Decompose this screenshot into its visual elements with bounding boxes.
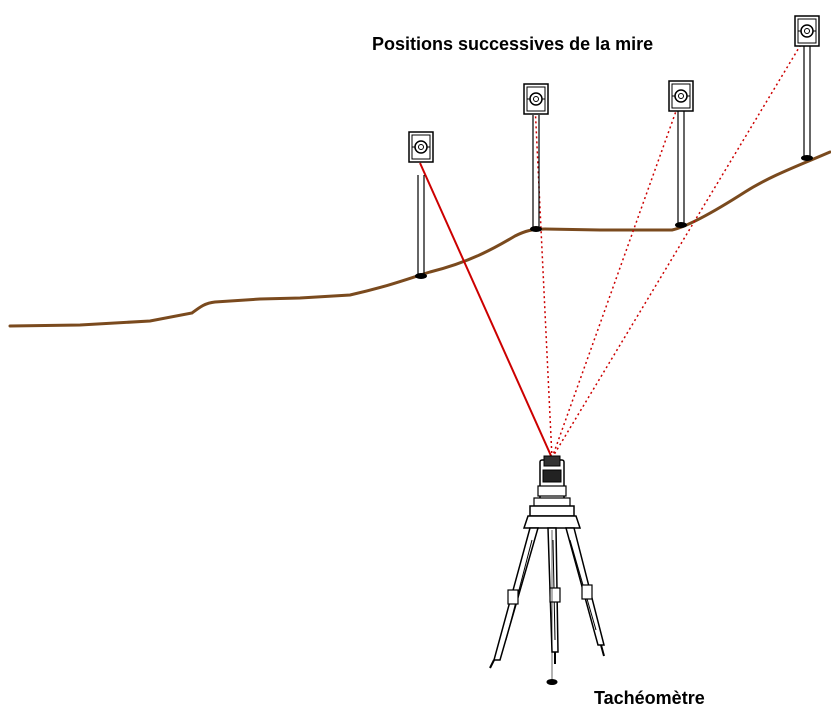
sight-line-dotted xyxy=(551,35,807,459)
staff-positions-label: Positions successives de la mire xyxy=(372,34,654,54)
sight-lines xyxy=(419,35,807,459)
sight-line-dotted xyxy=(551,99,681,459)
instrument-label: Tachéomètre xyxy=(594,688,705,708)
sight-line-dotted xyxy=(534,103,553,459)
staff-position-4 xyxy=(794,15,820,161)
staff-position-1 xyxy=(408,131,434,279)
terrain-profile xyxy=(8,150,831,328)
staff-position-3 xyxy=(668,80,694,228)
tacheometer xyxy=(489,455,605,685)
staff-position-2 xyxy=(523,83,549,232)
sight-line-active xyxy=(419,162,553,459)
